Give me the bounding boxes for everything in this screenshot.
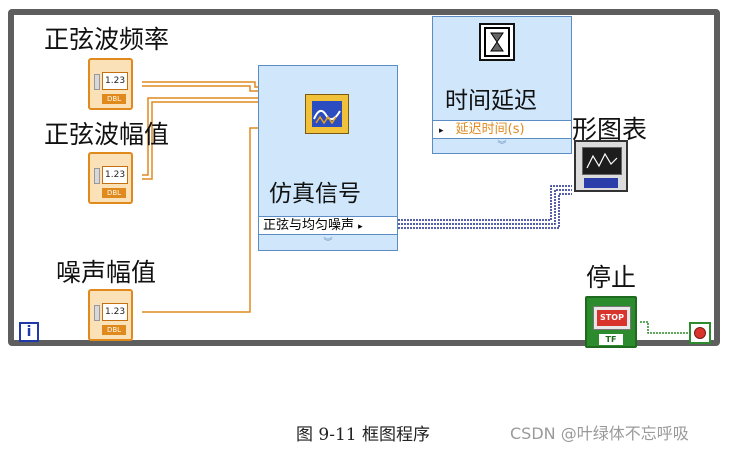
amplitude-label: 正弦波幅值 — [44, 120, 170, 149]
stop-button-control[interactable]: STOP TF — [585, 296, 637, 348]
waveform-chart-label: 形图表 — [572, 115, 648, 144]
frequency-control[interactable]: 1.23 DBL — [88, 58, 133, 110]
wire-frequency-b — [142, 85, 262, 92]
wire-amplitude-b — [142, 101, 262, 180]
frequency-type: DBL — [102, 94, 126, 104]
stop-button-text: STOP — [597, 310, 627, 326]
wire-amplitude — [142, 97, 262, 176]
increment-icon — [94, 74, 100, 90]
noise-type: DBL — [102, 325, 126, 335]
waveform-chart-indicator[interactable] — [574, 140, 628, 192]
signal-output-terminal[interactable]: 正弦与均匀噪声 ▸ — [259, 216, 397, 235]
chart-type-badge — [584, 178, 618, 188]
simulate-signal-node[interactable]: 仿真信号 正弦与均匀噪声 ▸ ︾ — [258, 65, 398, 251]
signal-output-label: 正弦与均匀噪声 — [263, 218, 355, 233]
loop-condition-terminal[interactable] — [689, 322, 711, 344]
output-arrow-icon: ▸ — [358, 222, 363, 232]
expand-chevron-icon[interactable]: ︾ — [323, 238, 333, 248]
noise-label: 噪声幅值 — [56, 258, 157, 287]
stop-condition-icon — [694, 327, 706, 339]
increment-icon — [94, 305, 100, 321]
delay-input-terminal[interactable]: ▸ 延迟时间(s) — [433, 120, 571, 139]
input-arrow-icon: ▸ — [439, 126, 444, 136]
amplitude-type: DBL — [102, 188, 126, 198]
stop-face: STOP — [593, 306, 631, 330]
noise-value: 1.23 — [102, 303, 128, 321]
expand-chevron-icon[interactable]: ︾ — [497, 141, 507, 151]
simulate-signal-icon — [305, 94, 349, 134]
iteration-terminal-icon: i — [19, 322, 39, 342]
frequency-value: 1.23 — [102, 72, 128, 90]
wire-stop — [640, 321, 689, 334]
noise-control[interactable]: 1.23 DBL — [88, 289, 133, 341]
time-delay-node[interactable]: 时间延迟 ▸ 延迟时间(s) ︾ — [432, 16, 572, 154]
delay-input-label: 延迟时间(s) — [455, 122, 525, 137]
stop-label: 停止 — [586, 263, 637, 292]
amplitude-value: 1.23 — [102, 166, 128, 184]
time-delay-title: 时间延迟 — [445, 88, 537, 114]
stop-type: TF — [599, 334, 623, 345]
wire-signal-to-chart-b — [398, 193, 572, 229]
waveform-chart-icon — [582, 147, 622, 175]
hourglass-icon — [479, 23, 515, 61]
wire-signal-to-chart — [398, 189, 572, 225]
figure-caption: 图 9-11 框图程序 — [296, 425, 430, 445]
amplitude-control[interactable]: 1.23 DBL — [88, 152, 133, 204]
increment-icon — [94, 168, 100, 184]
simulate-signal-title: 仿真信号 — [269, 181, 361, 207]
watermark: CSDN @叶绿体不忘呼吸 — [510, 424, 689, 443]
frequency-label: 正弦波频率 — [44, 25, 170, 54]
wire-signal-to-chart-c — [398, 185, 572, 221]
wire-noise — [142, 127, 262, 313]
